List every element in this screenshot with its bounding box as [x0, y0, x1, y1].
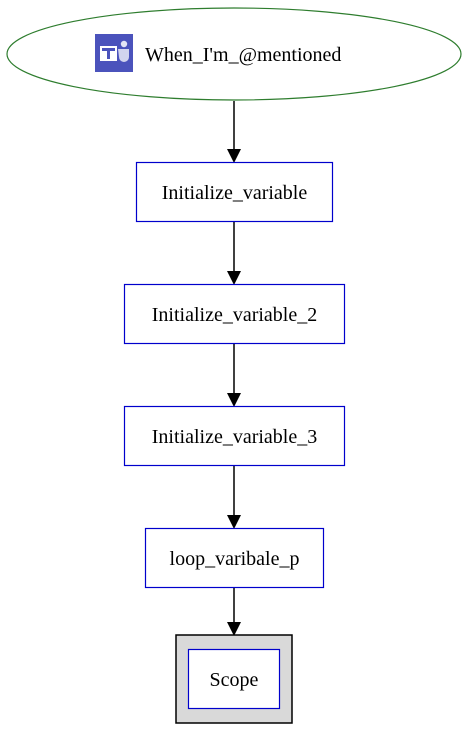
- trigger-node[interactable]: When_I'm_@mentioned: [6, 7, 462, 101]
- action-label: Initialize_variable_2: [152, 304, 317, 326]
- action-box: [135, 161, 334, 223]
- action-box: [144, 527, 325, 589]
- action-box: [123, 405, 346, 467]
- action-label: Initialize_variable: [162, 182, 308, 204]
- scope-inner-box: [187, 648, 281, 710]
- action-box: [123, 283, 346, 345]
- action-node-init3[interactable]: Initialize_variable_3: [123, 405, 346, 467]
- action-node-loop[interactable]: loop_varibale_p: [144, 527, 325, 589]
- teams-icon: [95, 34, 133, 72]
- action-label: loop_varibale_p: [170, 548, 300, 570]
- trigger-ellipse: [6, 7, 462, 101]
- scope-label: Scope: [210, 669, 259, 691]
- scope-node[interactable]: Scope: [175, 634, 293, 724]
- action-node-init2[interactable]: Initialize_variable_2: [123, 283, 346, 345]
- trigger-label: When_I'm_@mentioned: [145, 44, 341, 66]
- action-node-init1[interactable]: Initialize_variable: [135, 161, 334, 223]
- action-label: Initialize_variable_3: [152, 426, 317, 448]
